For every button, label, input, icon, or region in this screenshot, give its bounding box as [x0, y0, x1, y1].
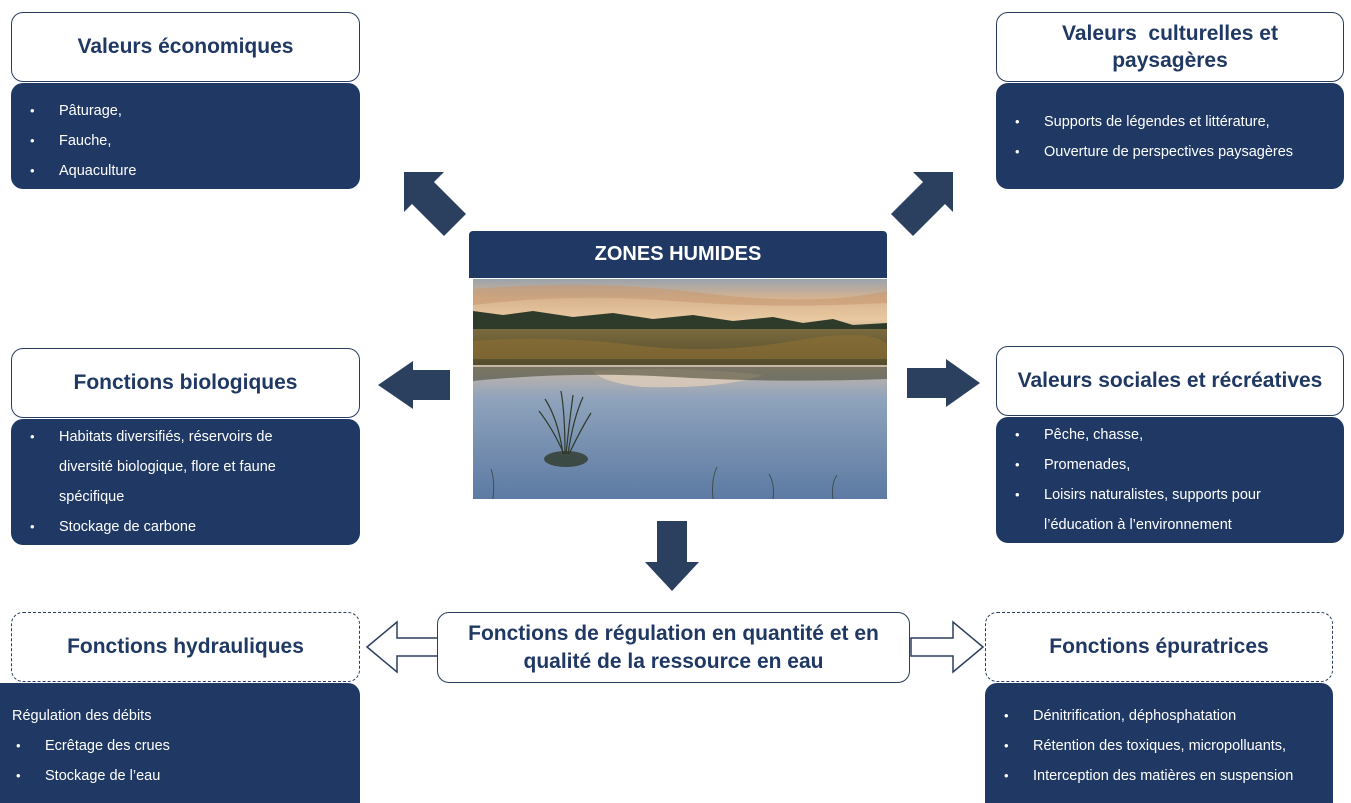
arrow-hollow-right: [910, 620, 985, 674]
box-fonctions-regulation: Fonctions de régulation en quantité et e…: [437, 612, 910, 683]
list-item: Loisirs naturalistes, supports pour l’éd…: [1011, 480, 1314, 540]
fonctions-regulation-title: Fonctions de régulation en quantité et e…: [468, 622, 879, 673]
zones-humides-title: ZONES HUMIDES: [469, 231, 887, 278]
fonctions-hydrauliques-title: Fonctions hydrauliques: [67, 635, 304, 659]
box-fonctions-epuratrices-content: Dénitrification, déphosphatation Rétenti…: [985, 683, 1333, 803]
box-valeurs-culturelles-title: Valeurs culturelles et paysagères: [996, 12, 1344, 82]
list-item: Habitats diversifiés, réservoirs de dive…: [26, 422, 320, 512]
fonctions-biologiques-title: Fonctions biologiques: [73, 371, 298, 395]
box-valeurs-economiques-title: Valeurs économiques: [11, 12, 360, 82]
list-item: Ouverture de perspectives paysagères: [1011, 137, 1336, 167]
list-item: Fauche,: [26, 126, 350, 156]
arrow-right: [907, 359, 980, 407]
list-item: Aquaculture: [26, 156, 350, 186]
valeurs-culturelles-title: Valeurs culturelles et paysagères: [1062, 21, 1284, 72]
box-fonctions-epuratrices-title: Fonctions épuratrices: [985, 612, 1333, 682]
box-valeurs-culturelles-content: Supports de légendes et littérature, Ouv…: [996, 83, 1344, 189]
arrow-left: [378, 361, 450, 409]
arrow-up-right: [891, 172, 953, 236]
valeurs-economiques-title: Valeurs économiques: [77, 35, 294, 59]
wetland-landscape-image: [473, 279, 887, 499]
arrow-hollow-left: [365, 620, 439, 674]
list-item: Rétention des toxiques, micropolluants,: [1000, 731, 1327, 761]
valeurs-sociales-title: Valeurs sociales et récréatives: [1017, 369, 1323, 393]
box-fonctions-hydrauliques-content: Régulation des débits Ecrêtage des crues…: [0, 683, 360, 803]
list-item: Stockage de carbone: [26, 512, 320, 542]
box-valeurs-sociales-content: Pêche, chasse, Promenades, Loisirs natur…: [996, 417, 1344, 543]
box-valeurs-sociales-title: Valeurs sociales et récréatives: [996, 346, 1344, 416]
list-item-intro: Régulation des débits: [12, 708, 152, 724]
box-valeurs-economiques-content: Pâturage, Fauche, Aquaculture: [11, 83, 360, 189]
box-fonctions-biologiques-title: Fonctions biologiques: [11, 348, 360, 418]
arrow-down: [645, 521, 699, 591]
list-item: Supports de légendes et littérature,: [1011, 107, 1336, 137]
list-item: Promenades,: [1011, 450, 1314, 480]
list-item: Stockage de l’eau: [12, 761, 350, 791]
list-item: Pâturage,: [26, 96, 350, 126]
list-item: Pêche, chasse,: [1011, 420, 1314, 450]
arrow-up-left: [404, 172, 466, 236]
box-fonctions-biologiques-content: Habitats diversifiés, réservoirs de dive…: [11, 419, 360, 545]
list-item: Dénitrification, déphosphatation: [1000, 701, 1327, 731]
list-item: Ecrêtage des crues: [12, 731, 350, 761]
fonctions-epuratrices-title: Fonctions épuratrices: [1049, 635, 1269, 659]
list-item: Interception des matières en suspension: [1000, 761, 1327, 791]
box-fonctions-hydrauliques-title: Fonctions hydrauliques: [11, 612, 360, 682]
